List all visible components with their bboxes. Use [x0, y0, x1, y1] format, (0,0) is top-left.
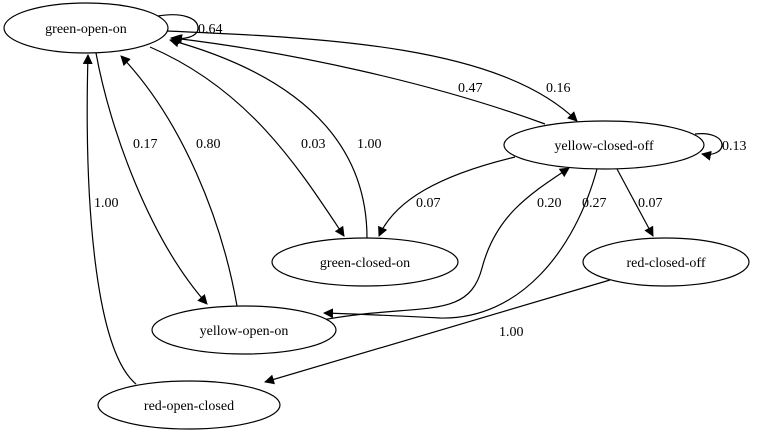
node-label: green-closed-on	[320, 256, 410, 271]
edge-label: 0.03	[301, 137, 326, 152]
edge-label: 0.07	[416, 196, 441, 211]
edge-label: 0.27	[582, 196, 607, 211]
node-red-closed-off: red-closed-off	[582, 237, 750, 287]
edge-label: 0.13	[722, 139, 747, 154]
edge-yellow-open-on-to-green-open-on: 0.80	[120, 55, 238, 307]
node-green-closed-on: green-closed-on	[271, 237, 459, 287]
edge-yellow-open-on-to-yellow-closed-off: 0.20	[321, 167, 570, 321]
node-label: red-closed-off	[626, 256, 705, 271]
node-green-open-on: green-open-on	[3, 2, 169, 54]
edge-label: 0.47	[458, 81, 483, 96]
edge-red-open-closed-to-green-open-on: 1.00	[82, 54, 137, 385]
edge-label: 1.00	[357, 137, 382, 152]
edge-green-closed-on-to-green-open-on: 1.00	[169, 37, 382, 239]
edge-label: 0.16	[546, 81, 571, 96]
node-label: yellow-closed-off	[554, 139, 654, 154]
edge-label: 1.00	[499, 325, 524, 340]
edge-yellow-closed-off-to-yellow-open-on: 0.27	[323, 168, 607, 319]
node-label: red-open-closed	[144, 399, 234, 414]
edge-label: 0.64	[198, 22, 223, 37]
edge-green-open-on-to-green-closed-on: 0.03	[149, 46, 345, 237]
edge-label: 0.07	[638, 196, 663, 211]
edge-yellow-closed-off-to-green-open-on: 0.47	[172, 34, 546, 125]
edge-yellow-closed-off-self: 0.13	[694, 133, 747, 161]
edge-label: 1.00	[94, 196, 119, 211]
edge-green-open-on-to-yellow-closed-off: 0.16	[165, 30, 578, 122]
edge-yellow-closed-off-to-green-closed-on: 0.07	[378, 156, 516, 237]
edge-red-closed-off-to-red-open-closed: 1.00	[264, 279, 611, 385]
node-label: yellow-open-on	[200, 324, 289, 339]
edge-green-open-on-to-yellow-open-on: 0.17	[95, 52, 208, 305]
edge-label: 0.17	[133, 137, 158, 152]
edge-label: 0.20	[537, 196, 562, 211]
node-label: green-open-on	[45, 22, 127, 37]
edge-yellow-closed-off-to-red-closed-off: 0.07	[616, 168, 663, 237]
edge-label: 0.80	[196, 137, 221, 152]
node-red-open-closed: red-open-closed	[97, 380, 281, 430]
node-yellow-closed-off: yellow-closed-off	[503, 120, 705, 170]
node-yellow-open-on: yellow-open-on	[151, 305, 337, 355]
